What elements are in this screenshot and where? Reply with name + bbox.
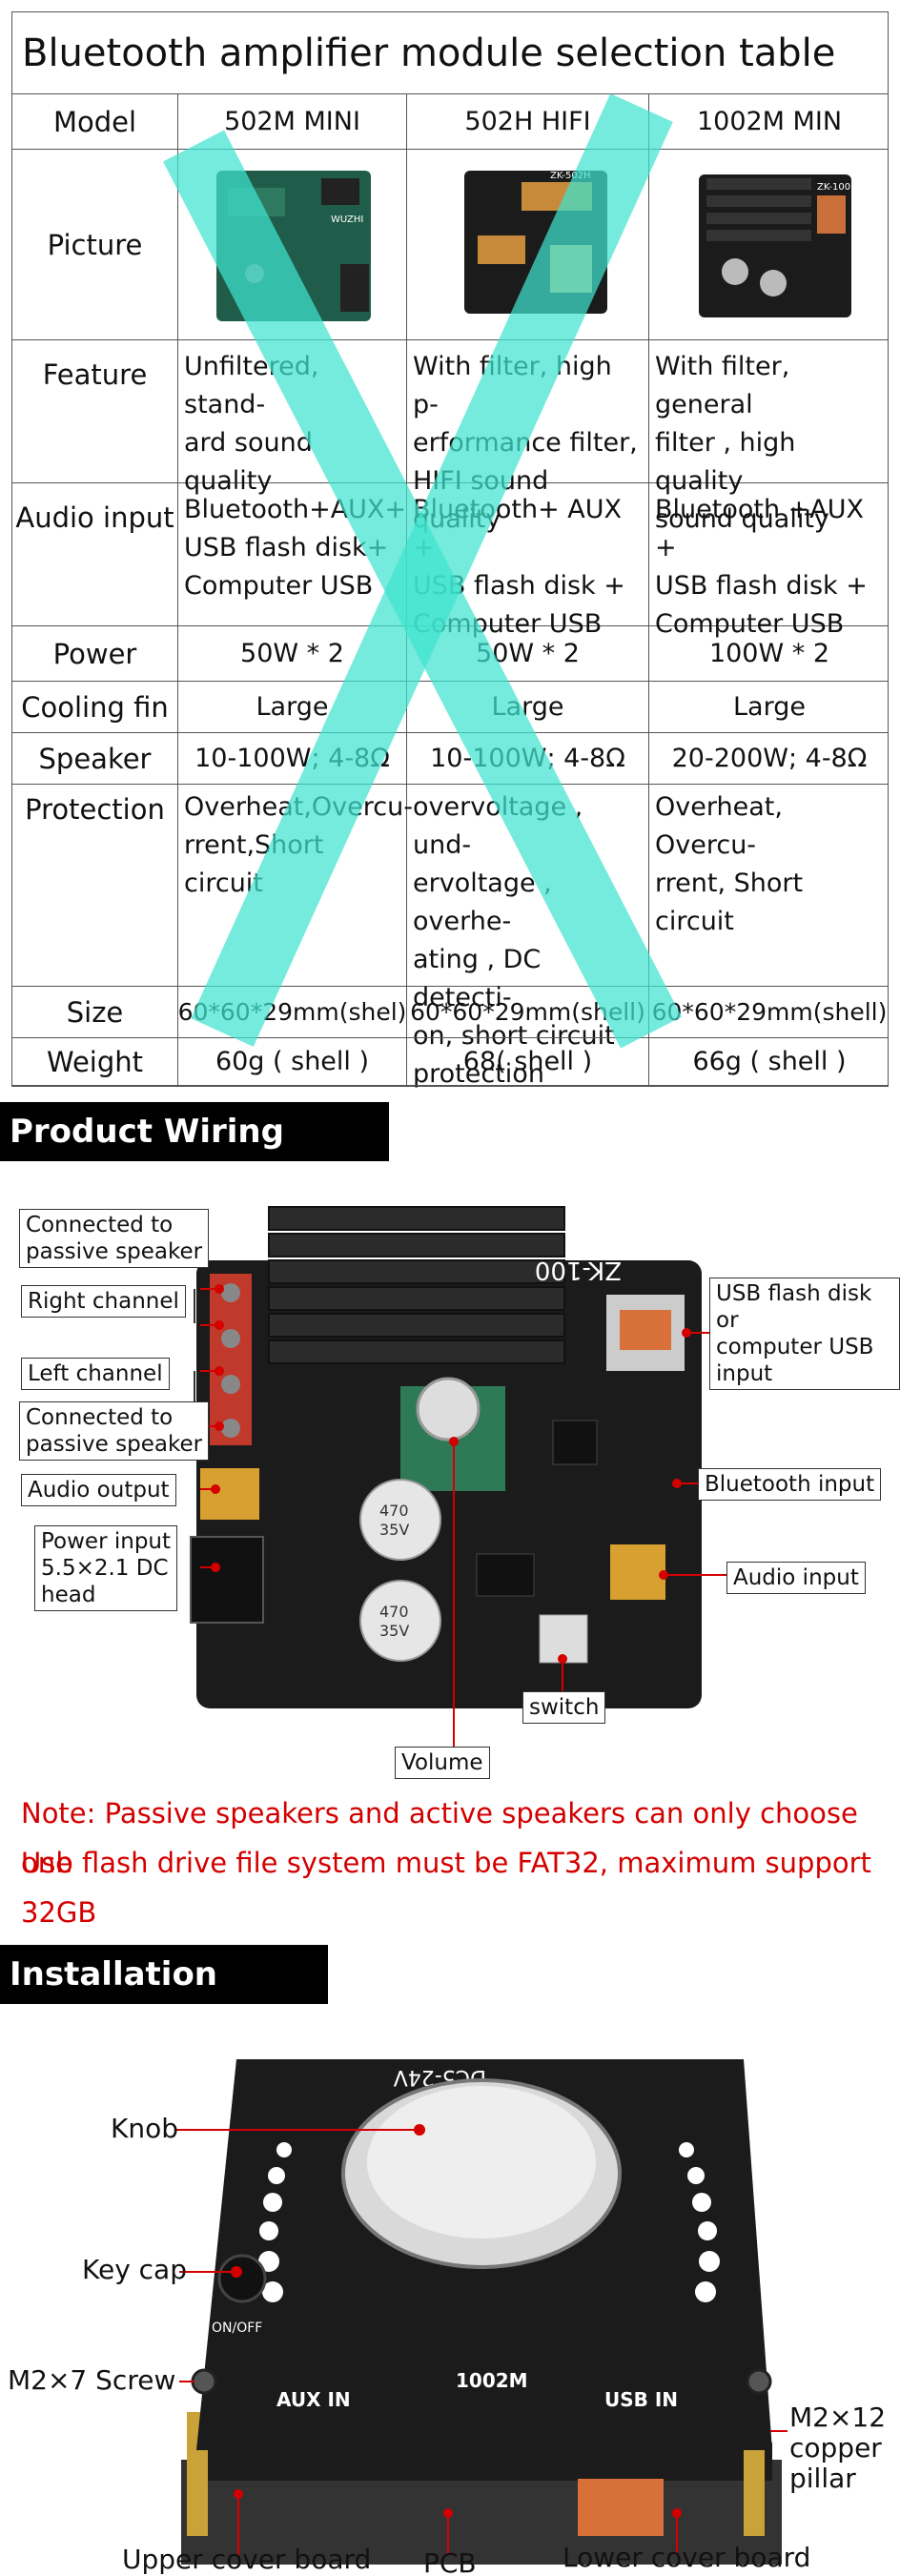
table-row-feature: Feature Unfiltered, stand- ard sound qua…: [12, 340, 888, 534]
board-502m-image: WUZHI: [216, 171, 371, 321]
label-lower-cover: Lower cover board: [562, 2542, 811, 2573]
cell-size-502h: 60*60*29mm(shell): [407, 987, 649, 1037]
cell-cooling-502h: Large: [407, 682, 649, 732]
wiring-section-header: Product Wiring Diagram: [0, 1102, 389, 1210]
note-line-1: Note: Passive speakers and active speake…: [21, 1797, 858, 1879]
cell-protection-502h: overvoltage , und- ervoltage , overhe- a…: [407, 785, 649, 1089]
label-knob: Knob: [111, 2113, 179, 2144]
install-section-header: Installation Diagram: [0, 1945, 328, 2053]
table-row-speaker: Speaker 10-100W; 4-8Ω 10-100W; 4-8Ω 20-2…: [12, 733, 888, 785]
installation-diagram: DC5-24V ON/OFF AUX IN 1002M USB IN: [0, 2002, 900, 2576]
row-label-feature: Feature: [12, 340, 178, 482]
callout-audio-input: Audio input: [726, 1562, 866, 1594]
callout-right-channel: Right channel: [21, 1285, 186, 1318]
board-502m-silkscreen: WUZHI: [331, 215, 363, 225]
board-502h-silkscreen: ZK-502H: [550, 171, 591, 181]
install-board-illustration: DC5-24V ON/OFF AUX IN 1002M USB IN: [175, 2059, 788, 2565]
row-label-size: Size: [12, 987, 178, 1037]
board-1002m-silkscreen: ZK-100: [817, 182, 850, 193]
callout-passive-speaker-2: Connected to passive speaker: [19, 1401, 210, 1461]
row-label-weight: Weight: [12, 1038, 178, 1085]
table-row-cooling: Cooling fin Large Large Large: [12, 682, 888, 733]
cell-audio-1002m: Bluetooth +AUX + USB flash disk + Comput…: [655, 495, 868, 639]
callout-left-channel: Left channel: [21, 1358, 170, 1390]
capacitor-1: 470 35V: [359, 1479, 441, 1561]
row-label-audio-input: Audio input: [12, 483, 178, 625]
label-pcb: PCB: [423, 2547, 477, 2576]
table-row-audio-input: Audio input Bluetooth+AUX+ USB flash dis…: [12, 483, 888, 639]
board-1002m-image: ZK-100: [699, 174, 851, 317]
capacitor-2: 470 35V: [359, 1580, 441, 1662]
cell-protection-1002m: Overheat, Overcu- rrent, Short circuit: [655, 792, 804, 936]
picture-502m: WUZHI: [178, 150, 407, 339]
cell-feature-1002m: With filter, general filter , high quali…: [655, 352, 829, 534]
col-header-1002m: 1002M MIN: [696, 106, 843, 136]
wiring-diagram: ZK-100 470 35V 470 35V: [0, 1182, 900, 1779]
label-copper-pillar: M2×12 copper pillar: [789, 2402, 887, 2494]
board-silkscreen-zk: ZK-100: [535, 1256, 622, 1284]
svg-text:470: 470: [379, 1502, 409, 1520]
install-usb-text: USB IN: [604, 2388, 678, 2411]
cell-size-502m: 60*60*29mm(shel): [178, 987, 407, 1037]
cell-audio-502m: Bluetooth+AUX+ USB flash disk+ Computer …: [178, 483, 407, 625]
callout-usb-input: USB flash disk or computer USB input: [709, 1278, 900, 1390]
label-screw: M2×7 Screw: [8, 2364, 176, 2396]
cell-size-1002m: 60*60*29mm(shell): [651, 997, 888, 1026]
install-aux-text: AUX IN: [276, 2388, 351, 2411]
table-header-row: Model 502M MINI 502H HIFI 1002M MIN: [12, 94, 888, 150]
callout-switch: switch: [522, 1691, 606, 1724]
cell-power-502m: 50W * 2: [178, 626, 407, 681]
col-header-model: Model: [12, 94, 178, 149]
row-label-picture: Picture: [12, 150, 178, 339]
picture-502h: ZK-502H: [407, 150, 649, 339]
table-row-size: Size 60*60*29mm(shel) 60*60*29mm(shell) …: [12, 987, 888, 1038]
picture-1002m: ZK-100: [649, 150, 890, 339]
row-label-cooling: Cooling fin: [12, 682, 178, 732]
cell-cooling-502m: Large: [178, 682, 407, 732]
svg-text:470: 470: [379, 1603, 409, 1621]
callout-passive-speaker-1: Connected to passive speaker: [19, 1209, 210, 1268]
cell-cooling-1002m: Large: [733, 691, 806, 722]
cell-power-502h: 50W * 2: [407, 626, 649, 681]
col-header-502m: 502M MINI: [178, 94, 407, 149]
cell-speaker-502m: 10-100W; 4-8Ω: [178, 733, 407, 784]
note-line-3: 32GB: [21, 1896, 97, 1929]
table-title: Bluetooth amplifier module selection tab…: [12, 12, 888, 94]
table-row-protection: Protection Overheat,Overcu- rrent,Short …: [12, 785, 888, 1089]
callout-volume: Volume: [395, 1747, 490, 1779]
cell-feature-502h: With filter, high p- erformance filter, …: [407, 340, 649, 534]
svg-text:35V: 35V: [379, 1622, 409, 1640]
table-row-weight: Weight 60g ( shell ) 68( shell ) 66g ( s…: [12, 1038, 888, 1086]
install-model-text: 1002M: [456, 2369, 528, 2392]
cell-audio-502h: Bluetooth+ AUX + USB flash disk + Comput…: [407, 483, 649, 639]
callout-bluetooth-input: Bluetooth input: [698, 1468, 882, 1501]
col-header-502h: 502H HIFI: [407, 94, 649, 149]
table-row-power: Power 50W * 2 50W * 2 100W * 2: [12, 626, 888, 682]
cell-weight-502m: 60g ( shell ): [178, 1038, 407, 1085]
callout-power-input: Power input 5.5×2.1 DC head: [34, 1525, 178, 1611]
cell-weight-1002m: 66g ( shell ): [692, 1046, 847, 1076]
wiring-board-illustration: ZK-100 470 35V 470 35V: [190, 1206, 728, 1750]
row-label-power: Power: [12, 626, 178, 681]
install-onoff-text: ON/OFF: [212, 2320, 262, 2336]
callout-audio-output: Audio output: [21, 1474, 176, 1506]
cell-power-1002m: 100W * 2: [708, 638, 830, 668]
label-key-cap: Key cap: [82, 2254, 187, 2285]
cell-feature-502m: Unfiltered, stand- ard sound quality: [178, 340, 407, 496]
row-label-protection: Protection: [12, 785, 178, 986]
cell-speaker-502h: 10-100W; 4-8Ω: [407, 733, 649, 784]
cell-speaker-1002m: 20-200W; 4-8Ω: [671, 743, 868, 773]
board-502h-image: ZK-502H: [464, 171, 607, 314]
table-row-picture: Picture WUZHI ZK-502H: [12, 150, 888, 340]
cell-protection-502m: Overheat,Overcu- rrent,Short circuit: [178, 785, 413, 986]
label-upper-cover: Upper cover board: [122, 2544, 372, 2575]
selection-table: Bluetooth amplifier module selection tab…: [11, 11, 889, 1089]
note-line-2: Usb flash drive file system must be FAT3…: [21, 1847, 871, 1879]
cell-weight-502h: 68( shell ): [407, 1038, 649, 1085]
row-label-speaker: Speaker: [12, 733, 178, 784]
svg-text:35V: 35V: [379, 1521, 409, 1539]
